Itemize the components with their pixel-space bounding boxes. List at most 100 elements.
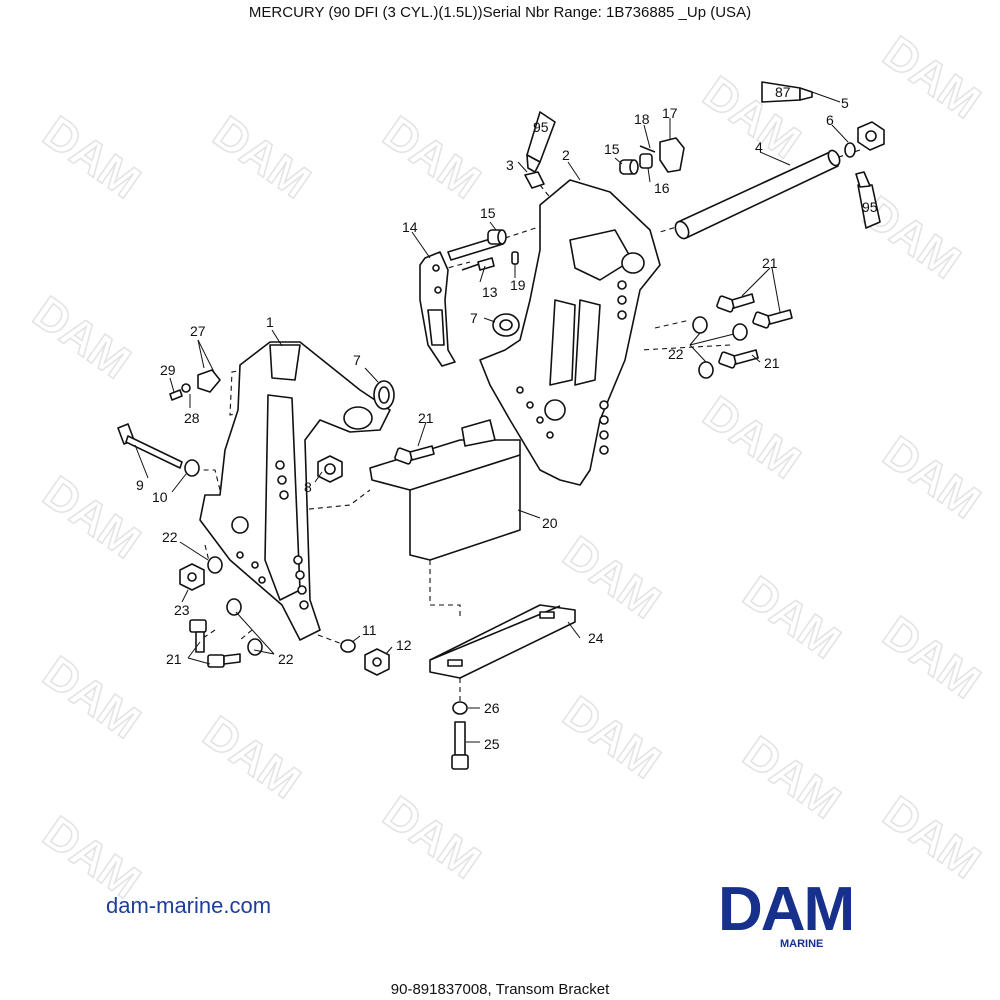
bolt-washer xyxy=(184,459,200,477)
callout-20: 20 xyxy=(542,515,558,531)
bracket-bolt xyxy=(716,293,755,313)
bracket-washer xyxy=(207,556,223,574)
callout-13: 13 xyxy=(482,284,498,300)
bracket-washer xyxy=(692,316,708,334)
tube-label: 95 xyxy=(862,199,878,215)
watermark: DAM xyxy=(554,686,670,789)
callout-3: 3 xyxy=(506,157,514,173)
callout-21: 21 xyxy=(764,355,780,371)
sealant-tube-87: 87 xyxy=(761,81,813,103)
callout-24: 24 xyxy=(588,630,604,646)
callout-17: 17 xyxy=(662,105,678,121)
watermark: DAM xyxy=(374,786,490,889)
tube-label: 87 xyxy=(775,84,791,100)
callout-8: 8 xyxy=(304,479,312,495)
anode-bolt xyxy=(451,721,469,770)
anode-bolt-washer xyxy=(452,701,468,715)
callout-15: 15 xyxy=(604,141,620,157)
bushing-upper xyxy=(619,159,639,175)
callout-22: 22 xyxy=(668,346,684,362)
bushing xyxy=(487,229,507,245)
logo-wordmark: DAM xyxy=(718,875,855,944)
watermark: DAM xyxy=(34,646,150,749)
bracket-washer xyxy=(698,361,714,379)
clamp-washer xyxy=(181,383,191,393)
callout-21: 21 xyxy=(166,651,182,667)
watermark: DAM xyxy=(874,426,990,529)
tilt-lock-spring xyxy=(461,257,495,271)
friction-washer xyxy=(499,319,513,331)
clamp-screw xyxy=(169,389,183,401)
watermark: DAM xyxy=(734,566,850,669)
watermark: DAM xyxy=(194,706,310,809)
callout-21: 21 xyxy=(762,255,778,271)
watermark: DAM xyxy=(874,26,990,129)
pin-clip xyxy=(511,251,519,265)
lever-spring xyxy=(639,153,653,169)
page-title: MERCURY (90 DFI (3 CYL.)(1.5L))Serial Nb… xyxy=(248,4,752,21)
watermark: DAM xyxy=(24,286,140,389)
tilt-tube xyxy=(674,149,841,240)
bracket-bolt xyxy=(394,445,435,465)
watermark: DAM xyxy=(34,466,150,569)
watermark: DAM xyxy=(374,106,490,209)
bracket-nut xyxy=(317,455,343,483)
cable-clamp xyxy=(197,369,221,393)
leader-lines xyxy=(134,91,849,743)
grease-fitting xyxy=(524,171,545,189)
logo-subtitle: MARINE xyxy=(780,938,824,950)
callout-7: 7 xyxy=(353,352,361,368)
watermark: DAM xyxy=(694,386,810,489)
lock-lever xyxy=(659,137,685,173)
anode-bar xyxy=(429,604,576,679)
bracket-bolt xyxy=(718,349,759,369)
watermark: DAM xyxy=(34,106,150,209)
site-link[interactable]: dam-marine.com xyxy=(106,893,272,918)
callout-16: 16 xyxy=(654,180,670,196)
callout-28: 28 xyxy=(184,410,200,426)
bracket-washer xyxy=(732,323,748,341)
sealant-tube-95-right: 95 xyxy=(855,171,881,229)
callout-1: 1 xyxy=(266,314,274,330)
callout-11: 11 xyxy=(362,622,377,638)
long-bolt xyxy=(117,423,183,469)
callout-labels: 1 2 3 4 5 6 7 7 8 9 10 11 12 13 14 15 15… xyxy=(136,95,849,752)
callout-15: 15 xyxy=(480,205,496,221)
callout-2: 2 xyxy=(562,147,570,163)
callout-21: 21 xyxy=(418,410,434,426)
dam-marine-logo: DAM MARINE xyxy=(718,875,898,956)
locknut-washer xyxy=(340,639,356,653)
callout-22: 22 xyxy=(278,651,294,667)
callout-6: 6 xyxy=(826,112,834,128)
callout-9: 9 xyxy=(136,477,144,493)
watermark: DAM xyxy=(874,606,990,709)
callout-14: 14 xyxy=(402,219,418,235)
anode-locknut xyxy=(364,648,390,676)
callout-12: 12 xyxy=(396,637,412,653)
callout-27: 27 xyxy=(190,323,206,339)
bracket-bolt xyxy=(207,653,241,668)
bracket-bolt xyxy=(752,309,793,329)
tube-label: 95 xyxy=(533,119,549,135)
callout-4: 4 xyxy=(755,139,763,155)
bracket-locknut xyxy=(179,563,205,591)
right-transom-bracket xyxy=(479,179,661,486)
cotter-pin xyxy=(639,145,656,153)
callout-25: 25 xyxy=(484,736,500,752)
callout-5: 5 xyxy=(841,95,849,111)
sealant-tube-95-top: 95 xyxy=(526,111,556,173)
watermark: DAM xyxy=(204,106,320,209)
callout-7: 7 xyxy=(470,310,478,326)
callout-10: 10 xyxy=(152,489,168,505)
watermark: DAM xyxy=(694,66,810,169)
anode-plate xyxy=(369,419,521,561)
callout-23: 23 xyxy=(174,602,190,618)
callout-26: 26 xyxy=(484,700,500,716)
watermark: DAM xyxy=(874,786,990,889)
bracket-bolt xyxy=(189,619,207,653)
callout-19: 19 xyxy=(510,277,526,293)
diagram-caption: 90-891837008, Transom Bracket xyxy=(390,981,610,998)
callout-18: 18 xyxy=(634,111,650,127)
callout-29: 29 xyxy=(160,362,176,378)
